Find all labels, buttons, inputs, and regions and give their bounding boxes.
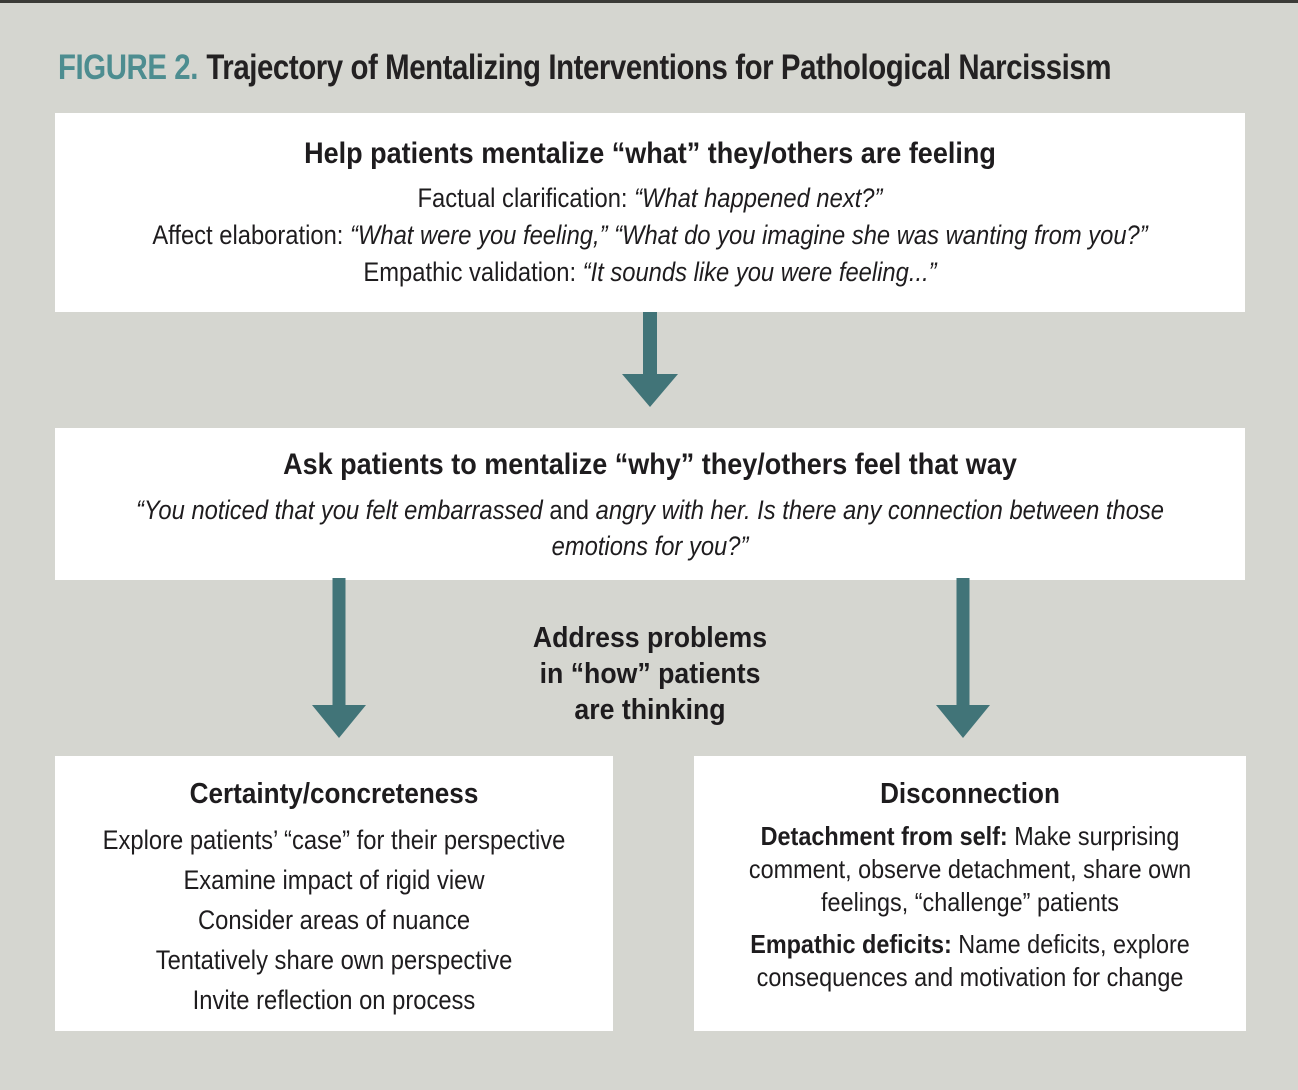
box1-heading: Help patients mentalize “what” they/othe…	[304, 137, 996, 170]
center-label-line: in “how” patients	[539, 658, 761, 690]
quote-segment-roman: and	[542, 495, 596, 525]
figure-number-label: FIGURE 2.	[58, 48, 198, 87]
box-mentalize-why: Ask patients to mentalize “why” they/oth…	[55, 428, 1245, 580]
list-item: Examine impact of rigid view	[183, 865, 485, 895]
box1-line-factual: Factual clarification: “What happened ne…	[126, 180, 1173, 217]
list-item: Explore patients’ “case” for their persp…	[102, 825, 566, 855]
detachment-line: comment, observe detachment, share own	[748, 854, 1192, 884]
line-quote: “It sounds like you were feeling...”	[582, 257, 937, 287]
entry-text: Name deficits, explore	[951, 929, 1190, 959]
list-item: Invite reflection on process	[192, 985, 476, 1015]
entry-lead: Empathic deficits:	[750, 929, 952, 959]
entry-text: Make surprising	[1007, 821, 1180, 851]
figure-top-border	[0, 0, 1298, 3]
box-right-heading: Disconnection	[880, 778, 1060, 810]
center-label-line: are thinking	[574, 694, 726, 726]
box-left-heading: Certainty/concreteness	[189, 778, 479, 810]
line-quote: “What were you feeling,” “What do you im…	[350, 220, 1148, 250]
box2-quote-line2: emotions for you?”	[551, 531, 749, 561]
down-arrow-icon	[312, 578, 366, 738]
box1-line-empathic: Empathic validation: “It sounds like you…	[126, 254, 1173, 291]
box2-quote-line1: “You noticed that you felt embarrassed a…	[126, 492, 1173, 528]
box-certainty-concreteness: Certainty/concreteness Explore patients’…	[55, 756, 613, 1031]
line-lead: Affect elaboration:	[152, 220, 351, 250]
detachment-line: feelings, “challenge” patients	[821, 887, 1119, 917]
list-item: Tentatively share own perspective	[155, 945, 513, 975]
down-arrow-icon	[622, 312, 678, 407]
empathic-line: Empathic deficits: Name deficits, explor…	[722, 928, 1219, 961]
quote-segment: “You noticed that you felt embarrassed	[135, 495, 543, 525]
line-lead: Factual clarification:	[417, 183, 635, 213]
figure-title-text: Trajectory of Mentalizing Interventions …	[206, 48, 1112, 87]
quote-segment: angry with her. Is there any connection …	[595, 495, 1165, 525]
box1-line-affect: Affect elaboration: “What were you feeli…	[126, 217, 1173, 254]
box-mentalize-what: Help patients mentalize “what” they/othe…	[55, 113, 1245, 312]
box2-heading: Ask patients to mentalize “why” they/oth…	[283, 448, 1017, 481]
center-label-line: Address problems	[532, 622, 768, 654]
down-arrow-icon	[936, 578, 990, 738]
line-quote: “What happened next?”	[634, 183, 883, 213]
entry-lead: Detachment from self:	[760, 821, 1008, 851]
box-disconnection: Disconnection Detachment from self: Make…	[694, 756, 1246, 1031]
list-item: Consider areas of nuance	[197, 905, 471, 935]
line-lead: Empathic validation:	[363, 257, 583, 287]
empathic-line: consequences and motivation for change	[756, 962, 1184, 992]
center-label-address-problems: Address problems in “how” patients are t…	[400, 620, 900, 728]
figure-title: FIGURE 2.Trajectory of Mentalizing Inter…	[58, 48, 1112, 88]
detachment-line: Detachment from self: Make surprising	[722, 820, 1219, 853]
